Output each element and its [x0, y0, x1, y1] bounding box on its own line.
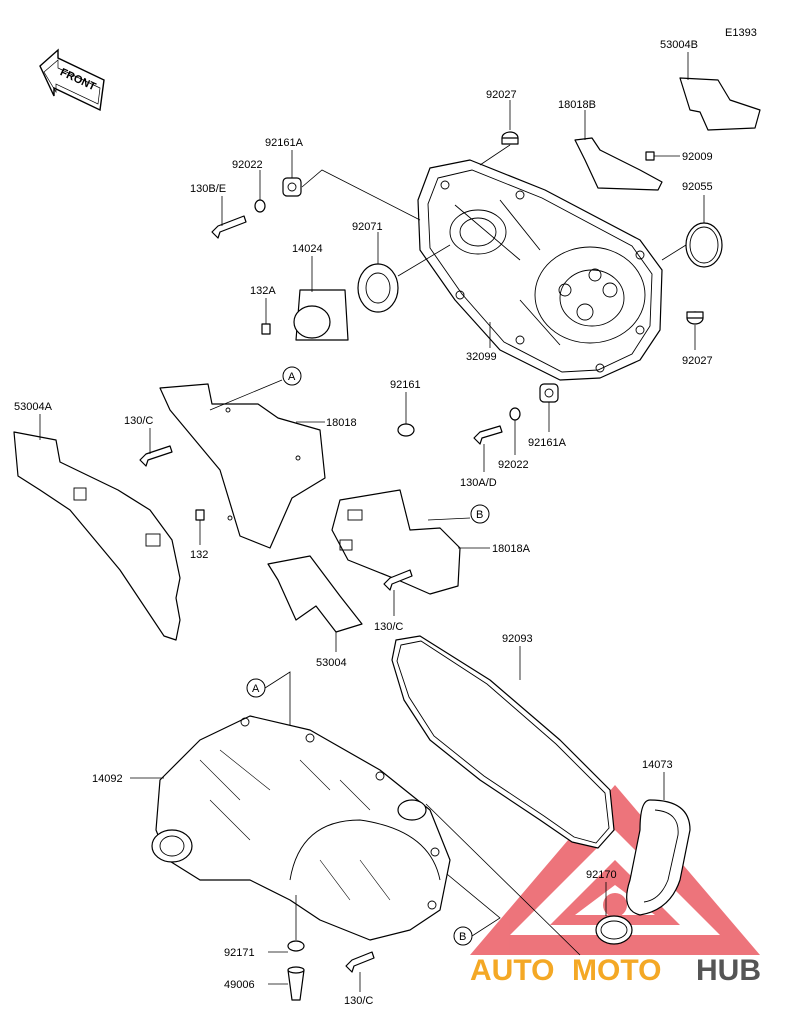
label-130C-bot: 130/C	[344, 995, 373, 1007]
label-92027-bot: 92027	[682, 355, 713, 367]
label-18018A: 18018A	[492, 543, 531, 555]
collar-92161	[397, 392, 415, 437]
seal-92071	[357, 232, 451, 313]
bolt-132	[195, 509, 205, 545]
clamp-92171	[268, 895, 305, 953]
label-14073: 14073	[642, 759, 673, 771]
label-92161A-mid: 92161A	[528, 437, 567, 449]
label-92093: 92093	[502, 633, 533, 645]
washer-92022-top	[254, 170, 266, 213]
callout-B-bot-letter: B	[459, 931, 466, 943]
tube-49006	[268, 966, 305, 1001]
label-92071: 92071	[352, 221, 383, 233]
label-18018B: 18018B	[558, 99, 596, 111]
label-130BE: 130B/E	[190, 183, 226, 195]
bolt-130C-bot	[345, 951, 375, 992]
plate-53004A	[13, 414, 181, 641]
gasket-92093	[391, 635, 615, 849]
label-92161A-top: 92161A	[265, 137, 304, 149]
callout-A-bot: A	[246, 671, 291, 750]
watermark-hub: HUB	[696, 954, 761, 987]
callout-B-top-letter: B	[476, 509, 483, 521]
label-130C-mid: 130/C	[374, 621, 403, 633]
label-92009: 92009	[682, 151, 713, 163]
part-53004B	[679, 52, 761, 131]
label-132: 132	[190, 549, 208, 561]
collar-92161A-top	[282, 150, 421, 221]
duct-14073	[626, 772, 691, 916]
label-14092: 14092	[92, 773, 123, 785]
shroud-18018A	[331, 489, 490, 595]
label-53004A: 53004A	[14, 401, 53, 413]
label-92161: 92161	[390, 379, 421, 391]
watermark-moto: MOTO	[572, 954, 661, 987]
bolt-130C-mid	[383, 569, 413, 616]
label-53004B: 53004B	[660, 39, 698, 51]
label-14024: 14024	[292, 243, 323, 255]
bolt-130BE	[211, 196, 247, 239]
callout-A-top-letter: A	[288, 371, 296, 383]
label-92055: 92055	[682, 181, 713, 193]
label-92027-top: 92027	[486, 89, 517, 101]
duct-14024	[293, 256, 349, 341]
front-arrow-icon: FRONT	[39, 48, 105, 112]
label-132A: 132A	[250, 285, 276, 297]
label-53004: 53004	[316, 657, 347, 669]
watermark-wordmark: AUTO MOTO HUB	[470, 954, 761, 987]
callout-A-bot-letter: A	[252, 683, 260, 695]
watermark-auto: AUTO	[470, 954, 554, 987]
label-92170: 92170	[586, 869, 617, 881]
bolt-132A	[261, 298, 271, 335]
housing-14092	[130, 715, 581, 956]
oring-92055	[661, 195, 723, 268]
plate-53004	[267, 555, 363, 652]
callout-B-bot: B	[429, 859, 501, 946]
bolt-130C-left	[139, 428, 173, 467]
label-130AD: 130A/D	[460, 477, 497, 489]
label-130C-left: 130/C	[124, 415, 153, 427]
label-92022-mid: 92022	[498, 459, 529, 471]
shroud-18018	[159, 383, 326, 549]
label-32099: 32099	[466, 351, 497, 363]
label-92171: 92171	[224, 947, 255, 959]
clamp-92170	[595, 882, 633, 945]
collar-92027-top	[479, 100, 519, 166]
callout-A-top: A	[209, 366, 302, 411]
label-18018: 18018	[326, 417, 357, 429]
label-92022-top: 92022	[232, 159, 263, 171]
collar-92027-bot	[686, 311, 704, 350]
cover-32099	[417, 159, 663, 381]
diagram-code: E1393	[725, 27, 757, 39]
washer-92022-mid	[509, 407, 521, 455]
part-18018B	[574, 110, 663, 191]
callout-B-top: B	[427, 504, 490, 524]
label-49006: 49006	[224, 979, 255, 991]
collar-92161A-mid	[539, 383, 559, 432]
bolt-130AD	[473, 425, 503, 472]
bolt-92009	[645, 151, 680, 161]
